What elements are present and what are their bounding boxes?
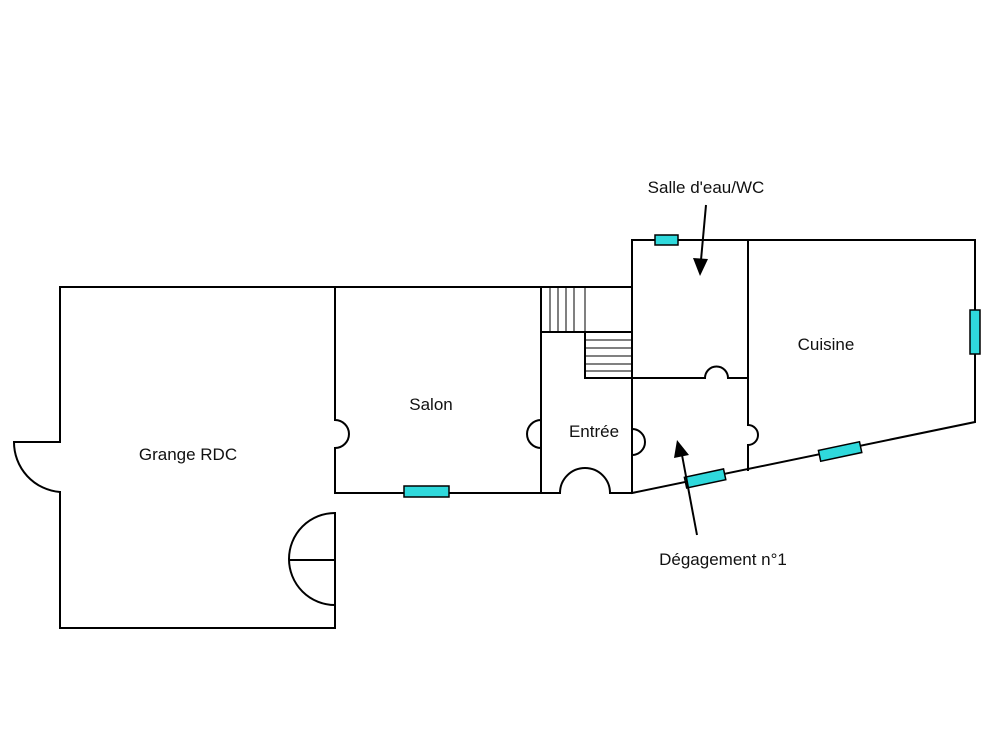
label-cuisine: Cuisine xyxy=(798,335,855,354)
window-cuisine-bottom xyxy=(817,440,863,463)
label-entree: Entrée xyxy=(569,422,619,441)
window-cuisine-right xyxy=(969,309,981,355)
entree-walls xyxy=(540,286,633,494)
door-salon-small xyxy=(334,419,350,449)
door-entree-front xyxy=(559,467,611,494)
arrow-salle-eau-head xyxy=(693,258,708,276)
window-degagement xyxy=(683,468,727,489)
callout-arrows xyxy=(674,204,708,536)
grange-walls xyxy=(59,286,336,629)
door-grange-salon xyxy=(288,512,336,606)
doors xyxy=(12,365,759,606)
door-salle-eau xyxy=(704,365,729,379)
salon-walls xyxy=(334,286,633,494)
label-grange: Grange RDC xyxy=(139,445,237,464)
arrow-degagement-head xyxy=(674,440,689,458)
stairs xyxy=(540,286,633,379)
door-entree-small xyxy=(526,419,542,449)
walls xyxy=(59,239,976,629)
windows xyxy=(403,234,981,498)
door-grange-exterior xyxy=(12,441,61,493)
bathroom-walls xyxy=(630,239,976,495)
label-salon: Salon xyxy=(409,395,452,414)
arrow-degagement xyxy=(681,454,698,536)
window-salle-eau xyxy=(654,234,679,246)
label-degagement: Dégagement n°1 xyxy=(659,550,787,569)
door-degagement xyxy=(631,427,646,456)
arrow-salle-eau xyxy=(700,204,707,261)
window-salon xyxy=(403,485,450,498)
label-salle-eau: Salle d'eau/WC xyxy=(648,178,765,197)
door-cuisine xyxy=(747,424,759,446)
